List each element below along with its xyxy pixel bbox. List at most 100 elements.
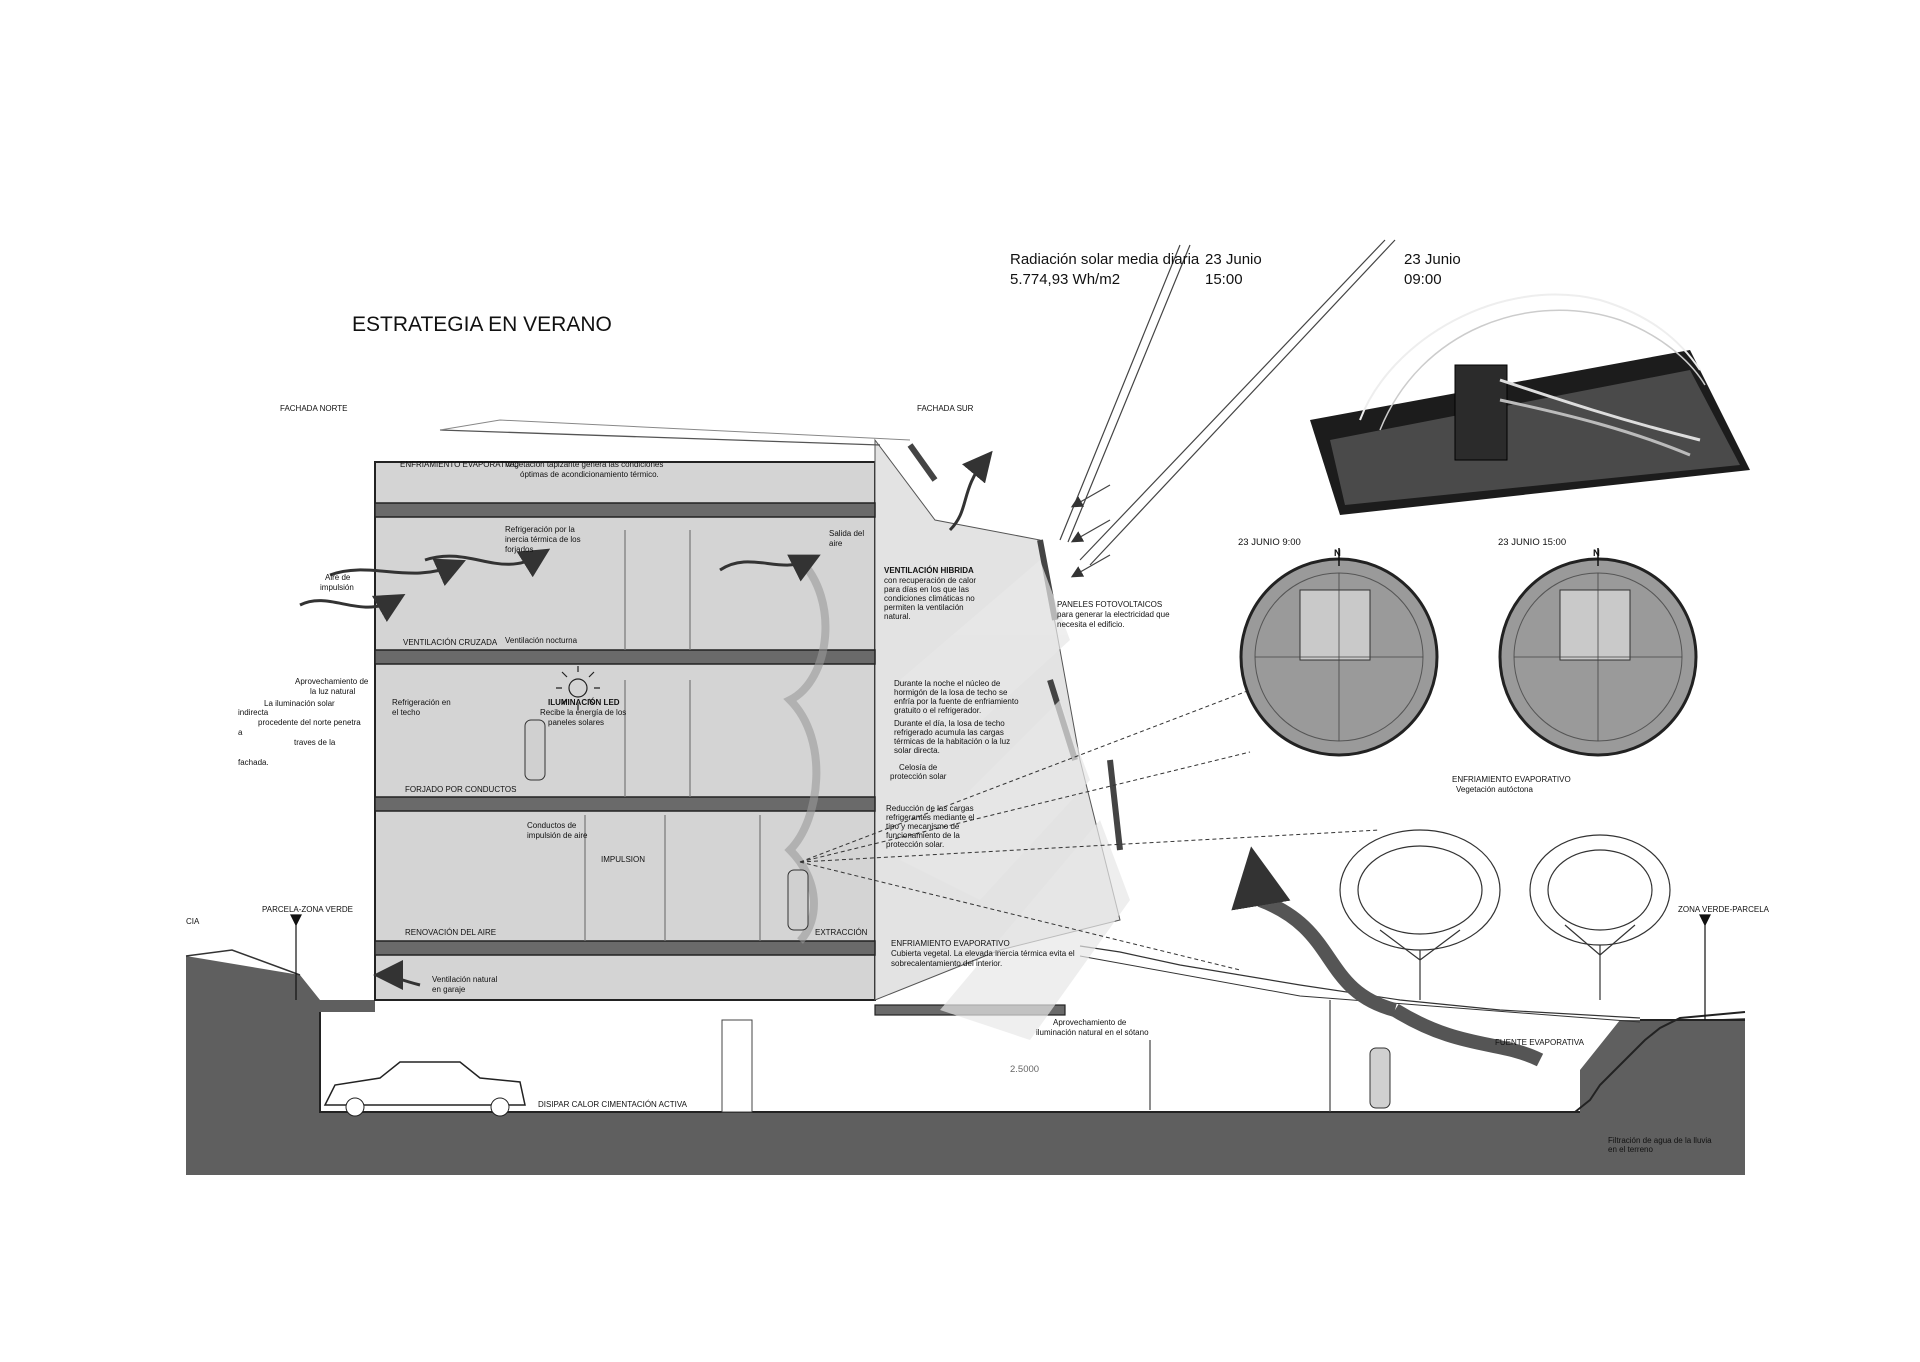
label-reduccion-2: refrigerantes mediante el: [886, 813, 975, 822]
parcela-markers: [290, 914, 1711, 1020]
sun-am-date: 23 Junio: [1404, 251, 1461, 268]
label-dia-4: solar directa.: [894, 746, 940, 755]
label-conductos-2: impulsión de aire: [527, 831, 588, 840]
label-paneles-1: PANELES FOTOVOLTAICOS: [1057, 600, 1162, 609]
radiation-line-2: 5.774,93 Wh/m2: [1010, 271, 1120, 288]
label-vegetacion-roof-2: óptimas de acondicionamiento térmico.: [520, 470, 659, 479]
north-marker-left: N: [1334, 548, 1341, 559]
label-aire-impulsion-2: impulsión: [320, 583, 354, 592]
label-filtracion-2: en el terreno: [1608, 1145, 1653, 1154]
label-ventilacion-garaje-2: en garaje: [432, 985, 466, 994]
label-iluminacion-solar-5: traves de la: [294, 738, 336, 747]
label-ventilacion-hibrida: VENTILACIÓN HIBRIDA: [884, 566, 974, 575]
label-fachada-sur: FACHADA SUR: [917, 404, 974, 413]
label-aprovechamiento-1: Aprovechamiento de: [295, 677, 369, 686]
label-conductos-1: Conductos de: [527, 821, 577, 830]
label-vh-4: permiten la ventilación: [884, 603, 964, 612]
label-dia-1: Durante el día, la losa de techo: [894, 719, 1005, 728]
label-dia-3: térmicas de la habitación o la luz: [894, 737, 1010, 746]
slab-level-2: [374, 649, 876, 665]
label-parcela-left: PARCELA-ZONA VERDE: [262, 905, 353, 914]
label-iluminacion-led-1: Recibe la energía de los: [540, 708, 626, 717]
sun-rays: [900, 560, 1130, 1040]
label-reduccion-1: Reducción de las cargas: [886, 804, 974, 813]
north-marker-right: N: [1593, 548, 1600, 559]
label-noche-4: gratuito o el refrigerador.: [894, 706, 981, 715]
label-aire-impulsion-1: Aire de: [325, 573, 351, 582]
label-noche-3: enfría por la fuente de enfriamiento: [894, 697, 1019, 706]
label-iluminacion-solar-1: La iluminación solar: [264, 699, 335, 708]
label-reduccion-5: protección solar.: [886, 840, 944, 849]
label-cia: CIA: [186, 917, 200, 926]
sundial-9am: [1239, 548, 1439, 757]
label-cubierta-1: Cubierta vegetal. La elevada inercia tér…: [891, 949, 1075, 958]
label-forjado-conductos: FORJADO POR CONDUCTOS: [405, 785, 516, 794]
label-paneles-3: necesita el edificio.: [1057, 620, 1125, 629]
label-ventilacion-garaje-1: Ventilación natural: [432, 975, 498, 984]
label-enfriamiento-cubierta: ENFRIAMIENTO EVAPORATIVO: [891, 939, 1010, 948]
label-dia-2: refrigerado acumula las cargas: [894, 728, 1004, 737]
label-iluminacion-solar-3: procedente del norte penetra: [258, 718, 361, 727]
label-fachada-norte: FACHADA NORTE: [280, 404, 347, 413]
label-impulsion: IMPULSION: [601, 855, 645, 864]
label-salida-aire-2: aire: [829, 539, 843, 548]
label-renovacion-aire: RENOVACIÓN DEL AIRE: [405, 928, 496, 937]
label-fuente-evaporativa: FUENTE EVAPORATIVA: [1495, 1038, 1585, 1047]
roof-slab: [374, 502, 876, 518]
label-inercia-3: forjados: [505, 545, 533, 554]
label-vegetacion-roof-1: Vegetación tapizante genera las condicio…: [505, 460, 663, 469]
figures: [323, 719, 1391, 1117]
label-refrigeracion-techo-2: el techo: [392, 708, 421, 717]
label-celosia-2: protección solar: [890, 772, 947, 781]
label-iluminacion-led-2: paneles solares: [548, 718, 604, 727]
label-noche-1: Durante la noche el núcleo de: [894, 679, 1001, 688]
building-section: [374, 419, 1331, 1113]
label-ventilacion-cruzada: VENTILACIÓN CRUZADA: [403, 638, 498, 647]
label-vh-1: con recuperación de calor: [884, 576, 976, 585]
sun-angle-lines: [1059, 239, 1396, 578]
projection-lines: [799, 689, 1381, 971]
label-salida-aire-1: Salida del: [829, 529, 864, 538]
label-enfriamiento-roof: ENFRIAMIENTO EVAPORATIVO: [400, 460, 519, 469]
label-refrigeracion-techo-1: Refrigeración en: [392, 698, 451, 707]
label-noche-2: hormigón de la losa de techo se: [894, 688, 1008, 697]
label-filtracion-1: Filtración de agua de la lluvia: [1608, 1136, 1712, 1145]
car: [323, 1061, 526, 1106]
label-vh-2: para días en los que las: [884, 585, 969, 594]
label-sotano-2: iluminación natural en el sótano: [1036, 1028, 1149, 1037]
label-inercia-2: inercia térmica de los: [505, 535, 581, 544]
slab-level-1: [374, 796, 876, 812]
diagram-title: ESTRATEGIA EN VERANO: [352, 313, 612, 336]
slab-ground: [374, 940, 876, 956]
label-celosia-1: Celosía de: [899, 763, 938, 772]
led-light-icon: [556, 666, 600, 710]
label-aprovechamiento-2: la luz natural: [310, 687, 356, 696]
label-reduccion-3: tipo y mecanismo de: [886, 822, 960, 831]
label-vegetacion-autoctona: Vegetación autóctona: [1456, 785, 1534, 794]
label-inercia-1: Refrigeración por la: [505, 525, 575, 534]
sun-am-time: 09:00: [1404, 271, 1442, 288]
sundial-3pm: [1498, 548, 1698, 757]
label-sotano-1: Aprovechamiento de: [1053, 1018, 1127, 1027]
label-disipar-calor: DISIPAR CALOR CIMENTACIÓN ACTIVA: [538, 1100, 688, 1109]
label-cubierta-2: sobrecalentamiento del interior.: [891, 959, 1002, 968]
label-ventilacion-nocturna: Ventilación nocturna: [505, 636, 578, 645]
sundial-right-title: 23 JUNIO 15:00: [1498, 537, 1566, 548]
label-reduccion-4: funcionamiento de la: [886, 831, 960, 840]
label-iluminacion-led: ILUMINACIÓN LED: [548, 698, 620, 707]
label-vh-3: condiciones climáticas no: [884, 594, 975, 603]
airflow-arrows: [299, 450, 1544, 1067]
trees: [1339, 829, 1671, 1000]
sun-pm-date: 23 Junio: [1205, 251, 1262, 268]
label-iluminacion-solar-4: a: [238, 728, 243, 737]
sun-path-perspective: [1310, 293, 1750, 515]
sundial-left-title: 23 JUNIO 9:00: [1238, 537, 1301, 548]
label-vh-5: natural.: [884, 612, 911, 621]
label-iluminacion-solar-6: fachada.: [238, 758, 269, 767]
label-iluminacion-solar-2: indirecta: [238, 708, 269, 717]
label-enfriamiento-vegetacion: ENFRIAMIENTO EVAPORATIVO: [1452, 775, 1571, 784]
radiation-line-1: Radiación solar media diaria: [1010, 251, 1200, 268]
label-extraccion: EXTRACCIÓN: [815, 928, 868, 937]
